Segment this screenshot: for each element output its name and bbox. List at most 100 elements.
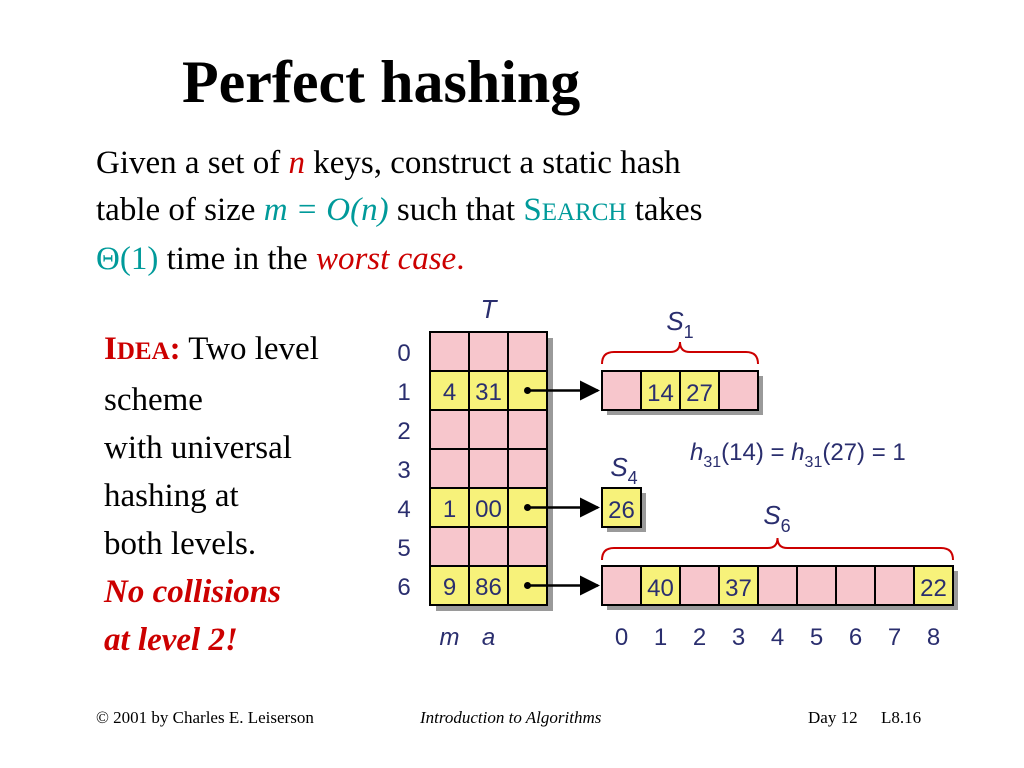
s1-cell-value: 14 bbox=[647, 380, 674, 407]
table-t-cell bbox=[429, 448, 470, 489]
table-t-cell bbox=[507, 448, 548, 489]
idea-line-4: hashing at bbox=[104, 478, 239, 514]
idea-line-6: No collisions bbox=[104, 574, 281, 610]
intro-line-2: table of size m = O(n) such that SEARCH … bbox=[96, 187, 856, 236]
s6-cell-value: 40 bbox=[647, 575, 674, 602]
intro-search-op: SEARCH bbox=[523, 192, 626, 228]
s6-cell-value: 22 bbox=[920, 575, 947, 602]
search-first-letter: S bbox=[523, 192, 542, 228]
s6-cell bbox=[640, 565, 681, 606]
table-t-row-index: 3 bbox=[397, 457, 410, 484]
table-t-row-index: 5 bbox=[397, 535, 410, 562]
s6-index-label: 3 bbox=[732, 624, 745, 651]
slide-title: Perfect hashing bbox=[182, 49, 581, 115]
idea-line-5: both levels. bbox=[104, 526, 257, 562]
s6-cell bbox=[679, 565, 720, 606]
s1-brace bbox=[601, 341, 759, 365]
footer-copyright: © 2001 by Charles E. Leiserson bbox=[96, 708, 314, 727]
intro-worst-case: worst case bbox=[315, 241, 457, 277]
table-t-cell bbox=[429, 370, 470, 411]
table-t-cell bbox=[507, 526, 548, 567]
idea-label: IDEA: bbox=[104, 331, 181, 367]
s6-index-label: 8 bbox=[927, 624, 940, 651]
idea-line-7: at level 2! bbox=[104, 622, 238, 658]
idea-line-2: scheme bbox=[104, 382, 203, 418]
table-t-a-value: 00 bbox=[475, 496, 502, 523]
s4-cell bbox=[601, 487, 642, 528]
table-t-m-value: 4 bbox=[443, 379, 456, 406]
s6-cell bbox=[796, 565, 837, 606]
intro-line-1: Given a set of n keys, construct a stati… bbox=[96, 140, 856, 187]
table-t-cell bbox=[507, 409, 548, 450]
s6-cell bbox=[913, 565, 954, 606]
idea-label-rest: DEA bbox=[116, 338, 170, 365]
s6-index-label: 7 bbox=[888, 624, 901, 651]
intro-line-3: Θ(1) time in the worst case. bbox=[96, 236, 856, 283]
s6-label: S6 bbox=[763, 500, 790, 536]
s6-index-label: 1 bbox=[654, 624, 667, 651]
intro-text-segment: keys, construct a static hash bbox=[304, 145, 681, 181]
table-t-cell bbox=[429, 331, 470, 372]
idea-line-1: IDEA: Two level bbox=[104, 325, 394, 376]
intro-text-segment: takes bbox=[626, 192, 703, 228]
footer-book-title: Introduction to Algorithms bbox=[420, 708, 602, 727]
footer-slide-number: L8.16 bbox=[881, 708, 922, 727]
idea-text-segment: Two level bbox=[180, 331, 319, 367]
table-t-row-index: 0 bbox=[397, 340, 410, 367]
table-t-col-label-a: a bbox=[482, 624, 495, 651]
intro-text-segment: Given a set of bbox=[96, 145, 289, 181]
s1-label: S1 bbox=[666, 306, 693, 342]
table-t-cell bbox=[429, 526, 470, 567]
table-t-cell bbox=[468, 331, 509, 372]
table-t-col-label-m: m bbox=[440, 624, 460, 651]
idea-text: IDEA: Two level scheme with universal ha… bbox=[104, 325, 394, 664]
intro-n: n bbox=[288, 145, 305, 181]
s6-cell-value: 37 bbox=[725, 575, 752, 602]
table-t-label: T bbox=[481, 294, 499, 324]
s1-cell-value: 27 bbox=[686, 380, 713, 407]
s6-cell bbox=[874, 565, 915, 606]
idea-label-first: I bbox=[104, 331, 117, 367]
s6-index-label: 4 bbox=[771, 624, 784, 651]
s1-cell bbox=[718, 370, 759, 411]
intro-text-segment: time in the bbox=[158, 241, 316, 277]
table-t-cell bbox=[429, 487, 470, 528]
table-t-cell bbox=[429, 565, 470, 606]
s6-index-label: 2 bbox=[693, 624, 706, 651]
table-t-m-value: 1 bbox=[443, 496, 456, 523]
s6-index-label: 5 bbox=[810, 624, 823, 651]
table-t-cell bbox=[468, 526, 509, 567]
hash-equation: h31(14) = h31(27) = 1 bbox=[690, 439, 906, 471]
table-t-m-value: 9 bbox=[443, 574, 456, 601]
table-t-row-index: 2 bbox=[397, 418, 410, 445]
table-t-cell bbox=[429, 409, 470, 450]
s6-cell bbox=[835, 565, 876, 606]
table-t-row-index: 4 bbox=[397, 496, 410, 523]
idea-line-3: with universal bbox=[104, 430, 292, 466]
table-t-row-index: 1 bbox=[397, 379, 410, 406]
s6-brace bbox=[601, 537, 954, 561]
intro-text-segment: such that bbox=[388, 192, 524, 228]
s6-cell bbox=[757, 565, 798, 606]
intro-period: . bbox=[456, 241, 465, 277]
s6-cell bbox=[601, 565, 642, 606]
table-t-cell bbox=[468, 448, 509, 489]
footer-day: Day 12 bbox=[808, 708, 858, 727]
intro-table-size: m = O(n) bbox=[263, 192, 389, 228]
table-t-row-index: 6 bbox=[397, 574, 410, 601]
s4-label: S4 bbox=[610, 452, 637, 488]
table-t-a-value: 86 bbox=[475, 574, 502, 601]
table-t-cell bbox=[468, 370, 509, 411]
intro-text: Given a set of n keys, construct a stati… bbox=[96, 140, 856, 283]
s1-cell bbox=[601, 370, 642, 411]
intro-text-segment: table of size bbox=[96, 192, 264, 228]
table-t-cell bbox=[468, 409, 509, 450]
table-t-cell bbox=[507, 331, 548, 372]
s6-index-label: 0 bbox=[615, 624, 628, 651]
s4-cell-value: 26 bbox=[608, 497, 635, 524]
search-rest-letters: EARCH bbox=[541, 199, 627, 226]
s6-index-label: 6 bbox=[849, 624, 862, 651]
idea-label-colon: : bbox=[169, 331, 181, 367]
